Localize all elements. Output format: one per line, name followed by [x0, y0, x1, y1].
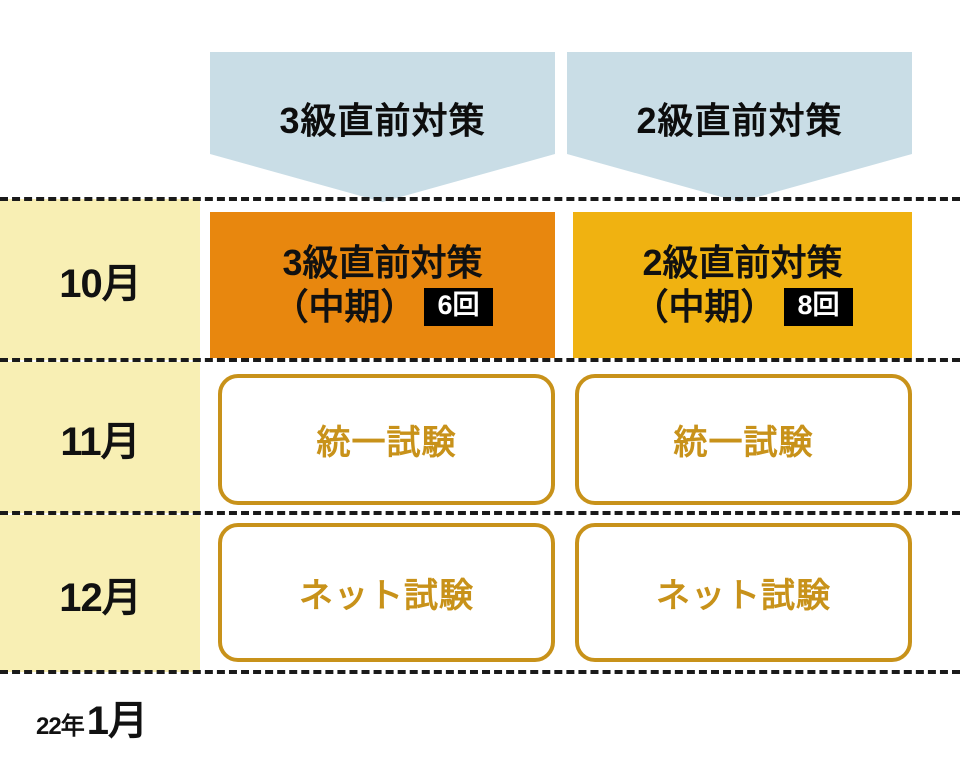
course-cell-grade2-subline: （中期） 8回: [632, 286, 853, 328]
exam-box-grade3-november[interactable]: 統一試験: [218, 374, 555, 505]
exam-box-grade3-december-label: ネット試験: [299, 577, 474, 615]
banner-grade3-label: 3級直前対策: [279, 100, 486, 141]
month-label-october-text: 10月: [59, 261, 141, 306]
month-label-december-text: 12月: [59, 575, 141, 620]
footer-year-text: 22年: [36, 713, 85, 740]
exam-box-grade3-november-label: 統一試験: [316, 424, 457, 462]
banner-grade2: 2級直前対策: [567, 52, 912, 202]
course-cell-grade3-october[interactable]: 3級直前対策 （中期） 6回: [210, 212, 555, 358]
row-divider-oct-nov: [0, 358, 960, 362]
exam-box-grade2-november[interactable]: 統一試験: [575, 374, 912, 505]
course-cell-grade3-subline: （中期） 6回: [272, 286, 493, 328]
row-divider-dec-jan: [0, 670, 960, 674]
course-cell-grade2-count-badge: 8回: [784, 288, 853, 326]
course-cell-grade3-title: 3級直前対策: [282, 242, 483, 284]
course-cell-grade2-october[interactable]: 2級直前対策 （中期） 8回: [573, 212, 912, 358]
banner-grade2-label: 2級直前対策: [636, 100, 843, 141]
month-column-background-december: [0, 515, 200, 672]
banner-grade3: 3級直前対策: [210, 52, 555, 202]
course-cell-grade3-count-badge: 6回: [424, 288, 493, 326]
row-divider-nov-dec: [0, 511, 960, 515]
row-divider-top: [0, 197, 960, 201]
month-label-december: 12月: [0, 515, 200, 672]
exam-box-grade3-december[interactable]: ネット試験: [218, 523, 555, 662]
footer-month-text: 1月: [86, 699, 148, 743]
exam-box-grade2-december-label: ネット試験: [656, 577, 831, 615]
month-label-november-text: 11月: [60, 419, 140, 464]
month-column-background-november: [0, 362, 200, 513]
course-cell-grade2-title: 2級直前対策: [642, 242, 843, 284]
month-column-background-october: [0, 199, 200, 360]
month-label-october: 10月: [0, 199, 200, 360]
exam-box-grade2-december[interactable]: ネット試験: [575, 523, 912, 662]
course-cell-grade2-term: （中期）: [632, 286, 777, 327]
exam-box-grade2-november-label: 統一試験: [673, 424, 814, 462]
footer-month-january: 22年 1月: [36, 688, 148, 746]
course-cell-grade3-term: （中期）: [272, 286, 417, 327]
month-label-november: 11月: [0, 362, 200, 513]
